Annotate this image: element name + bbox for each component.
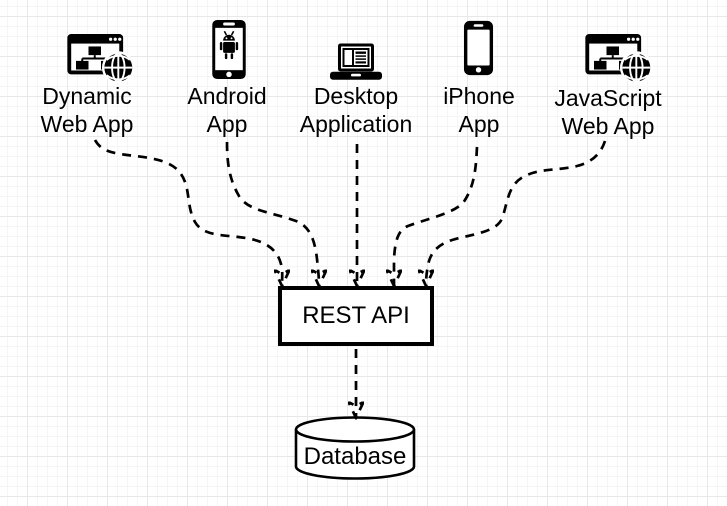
client-label: JavaScript Web App — [554, 85, 662, 139]
client-node-dynamic-web-app[interactable]: Dynamic Web App — [27, 33, 147, 138]
client-node-android-app[interactable]: Android App — [172, 19, 282, 138]
connector-javascript-web-app-to-api[interactable] — [426, 140, 607, 285]
connector-android-app-to-api[interactable] — [225, 141, 319, 285]
dynamic-web-app-icon — [67, 33, 135, 83]
client-label: Dynamic Web App — [40, 83, 134, 137]
database-label: Database — [303, 443, 407, 470]
client-node-desktop-application[interactable]: Desktop Application — [281, 43, 431, 138]
rest-api-node[interactable]: REST API — [278, 286, 434, 346]
connector-dynamic-web-app-to-api[interactable] — [93, 139, 282, 285]
desktop-application-icon — [330, 43, 382, 80]
javascript-web-app-icon — [585, 33, 653, 83]
connector-iphone-app-to-api[interactable] — [394, 146, 479, 285]
client-label: Desktop Application — [299, 83, 413, 137]
client-label: iPhone App — [443, 83, 515, 137]
client-node-javascript-web-app[interactable]: JavaScript Web App — [544, 33, 672, 140]
client-node-iphone-app[interactable]: iPhone App — [429, 19, 529, 138]
database-node[interactable]: Database — [294, 415, 416, 481]
android-app-icon — [212, 19, 246, 80]
rest-api-label: REST API — [302, 302, 410, 329]
database-cylinder-icon — [294, 416, 416, 480]
client-label: Android App — [187, 83, 267, 137]
iphone-app-icon — [463, 20, 494, 76]
